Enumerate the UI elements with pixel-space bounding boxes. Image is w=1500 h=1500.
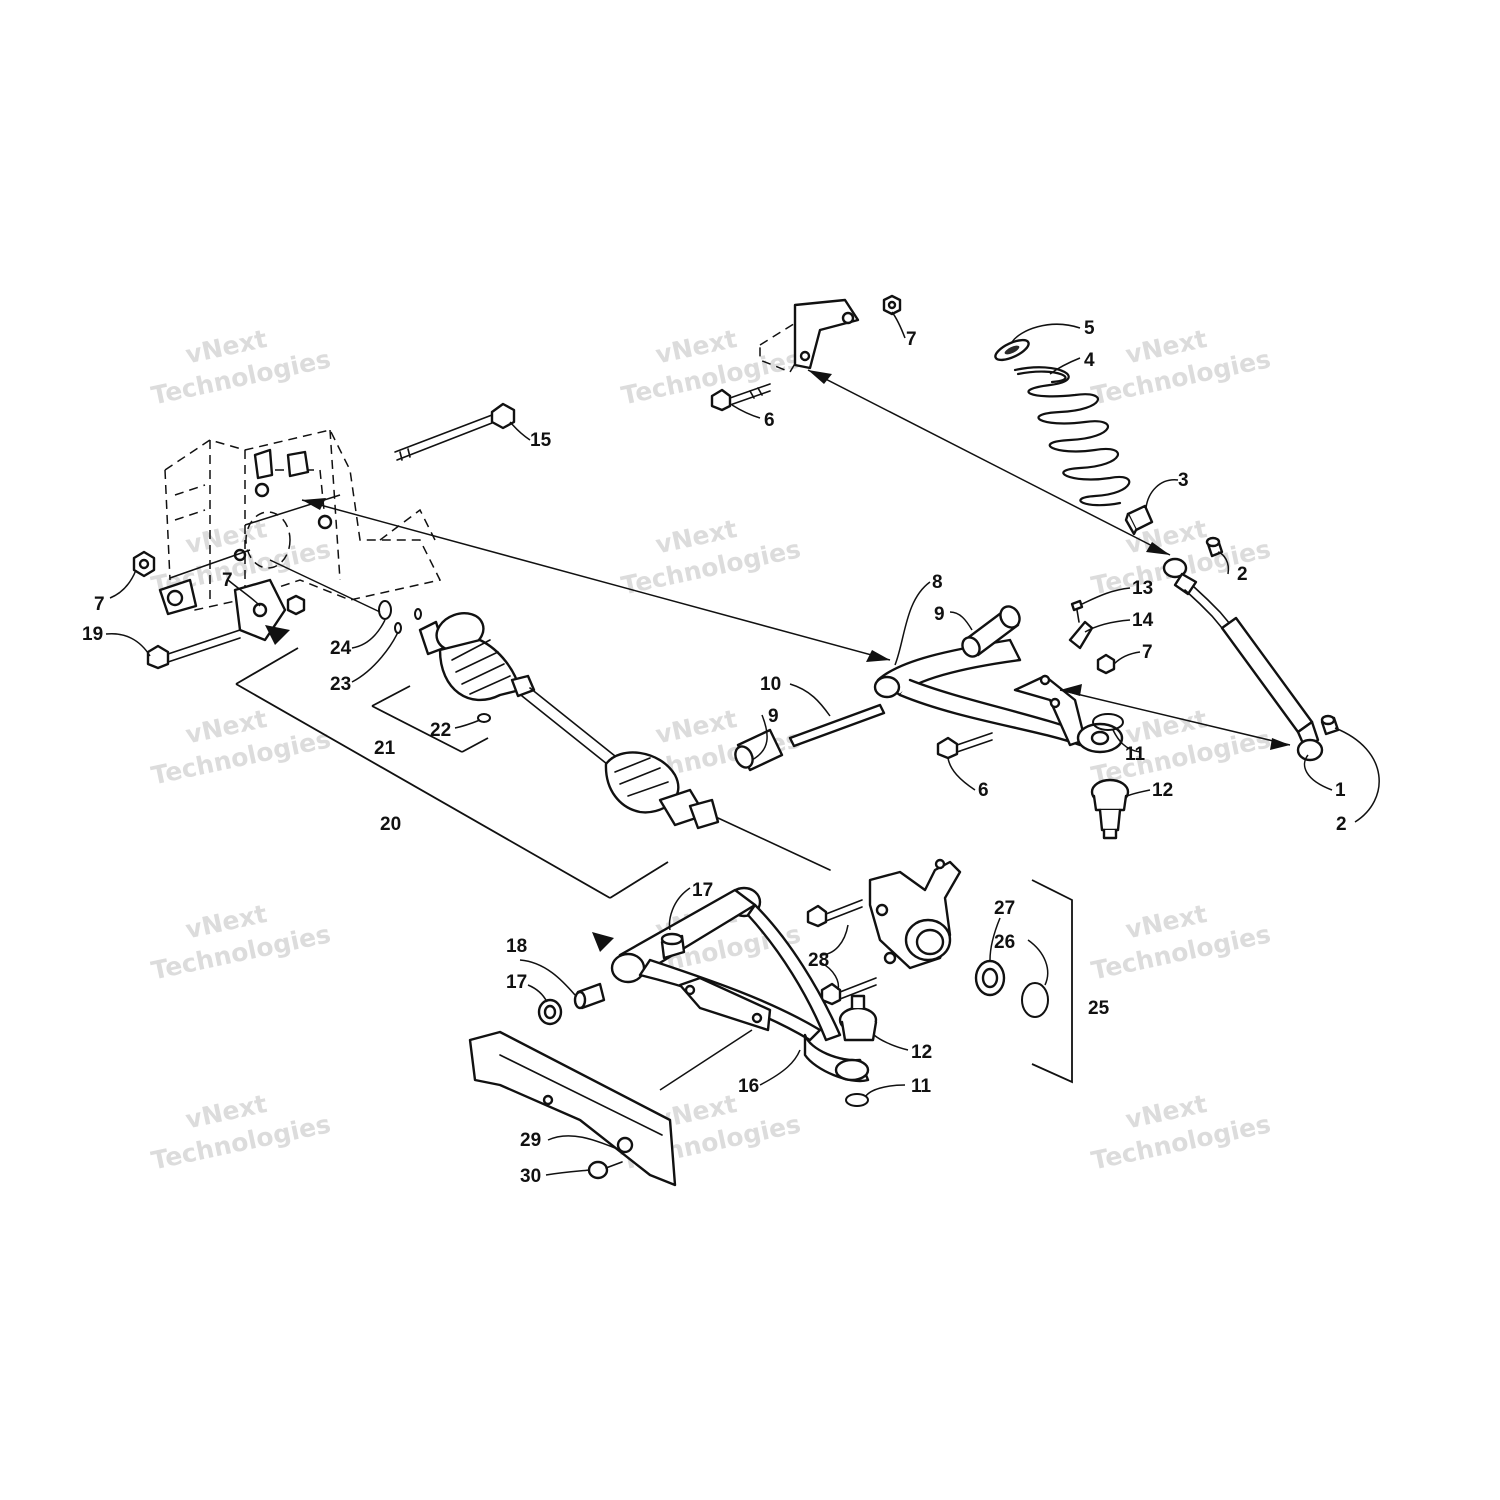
shock-absorber-1	[1162, 557, 1324, 762]
bearing-27	[974, 959, 1006, 997]
callout-27: 27	[994, 898, 1015, 919]
ball-joint-12-lower	[838, 994, 878, 1042]
callout-20: 20	[380, 814, 401, 835]
callout-6-top: 6	[764, 410, 775, 431]
callout-9-upper: 9	[934, 604, 945, 625]
callout-16: 16	[738, 1076, 759, 1097]
ball-joint-12-upper	[1090, 778, 1130, 840]
callout-5: 5	[1084, 318, 1095, 339]
drive-axle-20	[418, 611, 831, 871]
steering-knuckle	[868, 858, 962, 970]
callout-11-upper: 11	[1125, 744, 1146, 765]
upper-a-arm-8	[873, 638, 1124, 754]
ring-24	[378, 600, 392, 620]
callout-25: 25	[1088, 998, 1110, 1019]
callout-13: 13	[1132, 578, 1153, 599]
bushing-9-lower	[734, 728, 784, 772]
snap-ring-11-upper	[1092, 713, 1124, 731]
lower-a-arm-16	[610, 886, 870, 1083]
callout-3: 3	[1178, 470, 1189, 491]
clip-14	[1068, 620, 1094, 650]
callout-15: 15	[530, 430, 552, 451]
callout-10: 10	[760, 674, 781, 695]
reference-lines	[169, 369, 1291, 746]
callout-7-left: 7	[94, 594, 105, 615]
flange-nut-7-top	[882, 294, 902, 316]
callout-11-lower: 11	[911, 1076, 932, 1097]
bolt-6-top	[710, 383, 771, 412]
spring-retainer-5	[994, 338, 1030, 362]
clamp-22	[477, 713, 491, 723]
bushing-2-lower	[1320, 714, 1340, 736]
bolt-19	[146, 629, 241, 670]
callout-29: 29	[520, 1130, 541, 1151]
callout-8: 8	[932, 572, 943, 593]
callout-12-upper: 12	[1152, 780, 1173, 801]
upper-shock-bracket	[759, 298, 860, 373]
callout-7-top: 7	[906, 329, 917, 350]
callout-24: 24	[330, 638, 352, 659]
bolt-28-upper	[806, 899, 863, 928]
bolt-28-lower	[820, 977, 877, 1006]
bushing-17-lower	[537, 998, 563, 1026]
bushing-9-upper	[961, 605, 1021, 658]
callout-leaders	[105, 311, 1380, 1176]
sleeve-18	[573, 982, 606, 1010]
bolt-6-arm	[936, 732, 993, 760]
callout-numbers: 1 2 2 3 4 5 6 6 7 7 7 7 8 9 9 10 11 11 1…	[82, 318, 1347, 1187]
callout-7-arm: 7	[1142, 642, 1153, 663]
callout-26: 26	[994, 932, 1015, 953]
flange-nut-7-left	[132, 550, 156, 578]
callout-22: 22	[430, 720, 451, 741]
group-brackets	[235, 647, 1073, 1084]
callout-4: 4	[1084, 350, 1095, 371]
skid-plate-29	[468, 1030, 677, 1187]
callout-2-lower: 2	[1336, 814, 1347, 835]
long-bolt-15	[394, 402, 516, 461]
callout-2-upper: 2	[1237, 564, 1248, 585]
callout-30: 30	[520, 1166, 541, 1187]
snap-ring-11-lower	[845, 1093, 869, 1107]
spring-seat-3	[1124, 504, 1154, 536]
ring-23	[394, 608, 422, 634]
callout-19: 19	[82, 624, 103, 645]
screw-30	[587, 1160, 623, 1180]
arrowheads	[265, 370, 1290, 952]
bushing-17-upper	[660, 932, 686, 960]
callout-1: 1	[1335, 780, 1346, 801]
callout-28: 28	[808, 950, 829, 971]
coil-spring-4	[1013, 366, 1131, 507]
callout-17-upper: 17	[692, 880, 713, 901]
callout-6-arm: 6	[978, 780, 989, 801]
sleeve-10	[788, 703, 886, 748]
flange-nut-7-arm	[1096, 653, 1116, 675]
callout-14: 14	[1132, 610, 1154, 631]
flange-nut-7-inner	[286, 594, 306, 616]
callout-12-lower: 12	[911, 1042, 932, 1063]
callout-9-lower: 9	[768, 706, 779, 727]
callout-7-inner: 7	[222, 570, 233, 591]
callout-17-lower: 17	[506, 972, 527, 993]
callout-21: 21	[374, 738, 396, 759]
callout-18: 18	[506, 936, 527, 957]
snap-ring-26	[1021, 982, 1049, 1018]
callout-23: 23	[330, 674, 351, 695]
screw-13	[1070, 599, 1084, 623]
